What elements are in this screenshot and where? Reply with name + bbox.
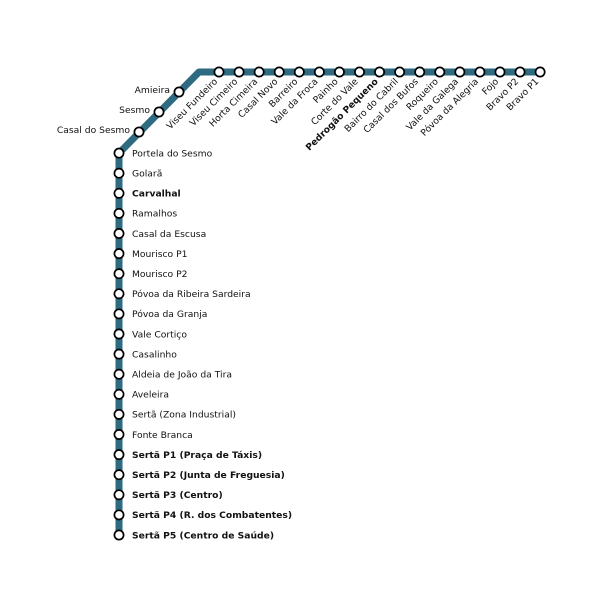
station-marker[interactable]: [113, 388, 125, 400]
station-marker[interactable]: [113, 228, 125, 239]
station-marker[interactable]: [333, 66, 345, 78]
station-label: Casal do Sesmo: [57, 125, 131, 136]
station-marker[interactable]: [173, 86, 185, 98]
station-label: Ramalhos: [132, 209, 177, 220]
station-list: Sertã P5 (Centro de Saúde) Sertã P4 (R. d…: [57, 66, 546, 541]
station-label: Carvalhal: [132, 189, 181, 200]
station-label: Sertã P4 (R. dos Combatentes): [132, 510, 292, 521]
station-marker[interactable]: [113, 328, 125, 340]
station-marker[interactable]: [113, 408, 125, 420]
station-marker[interactable]: [293, 66, 305, 78]
station-marker[interactable]: [414, 66, 426, 78]
station-marker[interactable]: [113, 147, 125, 159]
route-line: [115, 68, 541, 535]
station-marker[interactable]: [113, 288, 125, 300]
station-marker[interactable]: [474, 66, 486, 78]
station-marker[interactable]: [354, 66, 365, 78]
station-marker[interactable]: [113, 268, 125, 280]
station-label: Sertã P3 (Centro): [132, 490, 223, 501]
station-label: Aveleira: [132, 390, 169, 401]
station-label: Mourisco P1: [132, 249, 187, 260]
station-marker[interactable]: [113, 429, 125, 440]
station-marker[interactable]: [113, 167, 125, 179]
station-marker[interactable]: [213, 66, 225, 78]
station-marker[interactable]: [113, 509, 125, 521]
station-marker[interactable]: [273, 66, 285, 78]
station-label: Póvoa da Ribeira Sardeira: [132, 289, 251, 300]
station-marker[interactable]: [133, 126, 145, 138]
station-marker[interactable]: [113, 489, 125, 501]
station-marker[interactable]: [313, 66, 325, 78]
station-marker[interactable]: [113, 368, 125, 380]
station-label: Póvoa da Granja: [132, 309, 207, 320]
station-label: Fonte Branca: [132, 430, 193, 441]
station-label: Sertã P2 (Junta de Freguesia): [132, 470, 285, 481]
station-label: Sesmo: [119, 105, 150, 116]
station-marker[interactable]: [113, 187, 125, 199]
station-marker[interactable]: [434, 66, 446, 78]
station-marker[interactable]: [233, 66, 245, 78]
station-label: Casalinho: [132, 349, 177, 360]
station-marker[interactable]: [153, 106, 165, 118]
station-marker[interactable]: [113, 469, 125, 481]
station-marker[interactable]: [113, 348, 125, 360]
station-label: Sertã (Zona Industrial): [132, 410, 236, 421]
station-marker[interactable]: [514, 66, 526, 78]
station-label: Vale Cortiço: [132, 329, 187, 340]
station-marker[interactable]: [113, 529, 125, 541]
station-marker[interactable]: [113, 248, 125, 260]
station-label: Casal da Escusa: [132, 229, 206, 240]
station-marker[interactable]: [394, 66, 406, 78]
station-marker[interactable]: [534, 66, 546, 78]
route-line-path: [115, 68, 541, 535]
station-label: Sertã P1 (Praça de Táxis): [132, 450, 262, 461]
station-marker[interactable]: [253, 66, 265, 78]
station-marker[interactable]: [494, 66, 506, 78]
station-label: Portela do Sesmo: [132, 148, 213, 159]
station-label: Aldeia de João da Tira: [132, 370, 232, 381]
station-marker[interactable]: [113, 308, 125, 320]
station-marker[interactable]: [113, 207, 125, 219]
station-label: Golarã: [132, 169, 162, 180]
station-label: Amieira: [135, 85, 170, 96]
station-marker[interactable]: [113, 449, 125, 461]
station-label: Sertã P5 (Centro de Saúde): [132, 530, 274, 541]
station-marker[interactable]: [454, 66, 466, 78]
station-label: Mourisco P2: [132, 269, 187, 280]
station-marker[interactable]: [374, 66, 386, 78]
